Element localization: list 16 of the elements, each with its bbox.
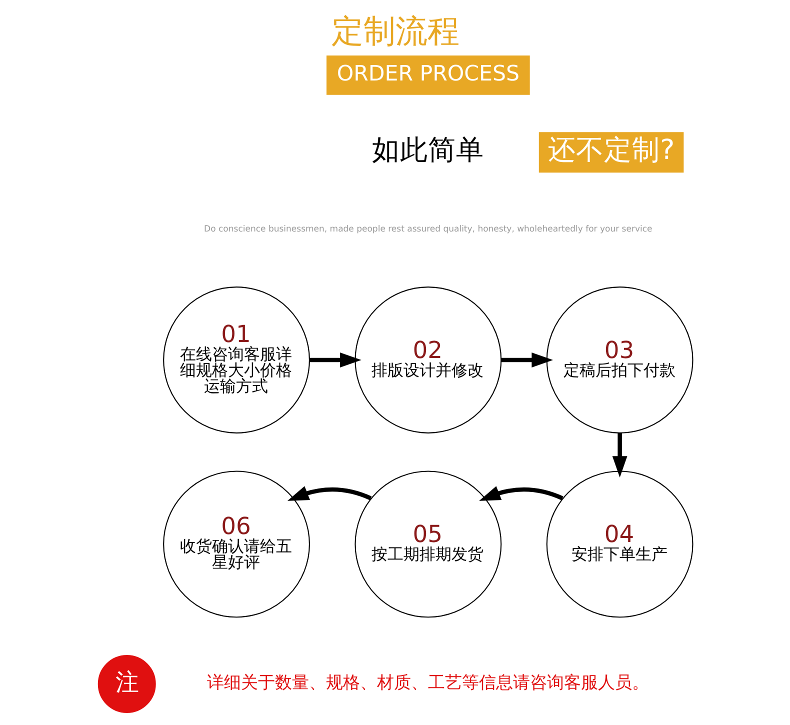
diagram-title: 定制流程	[331, 12, 460, 50]
arrow	[500, 352, 553, 368]
label: 还不定制?	[547, 133, 674, 166]
arrow	[286, 486, 372, 501]
label: Do conscience businessmen, made people rest assured quality, honesty, wholeheartedly for your service	[204, 224, 652, 235]
node-circle: 03 定稿后拍下付款	[546, 286, 693, 434]
arrow	[478, 486, 563, 501]
node-circle: 04 安排下单生产	[546, 470, 693, 618]
arrow	[612, 433, 627, 478]
label: 注	[114, 668, 138, 696]
node-circle: 01 在线咨询客服详细规格大小价格运输方式	[162, 286, 310, 434]
arrow	[309, 352, 361, 368]
label: 详细关于数量、规格、材质、工艺等信息请咨询客服人员。	[206, 673, 649, 694]
node-circle: 02 排版设计并修改	[354, 286, 502, 434]
label: 如此简单	[372, 133, 484, 166]
label: ORDER PROCESS	[336, 62, 519, 86]
